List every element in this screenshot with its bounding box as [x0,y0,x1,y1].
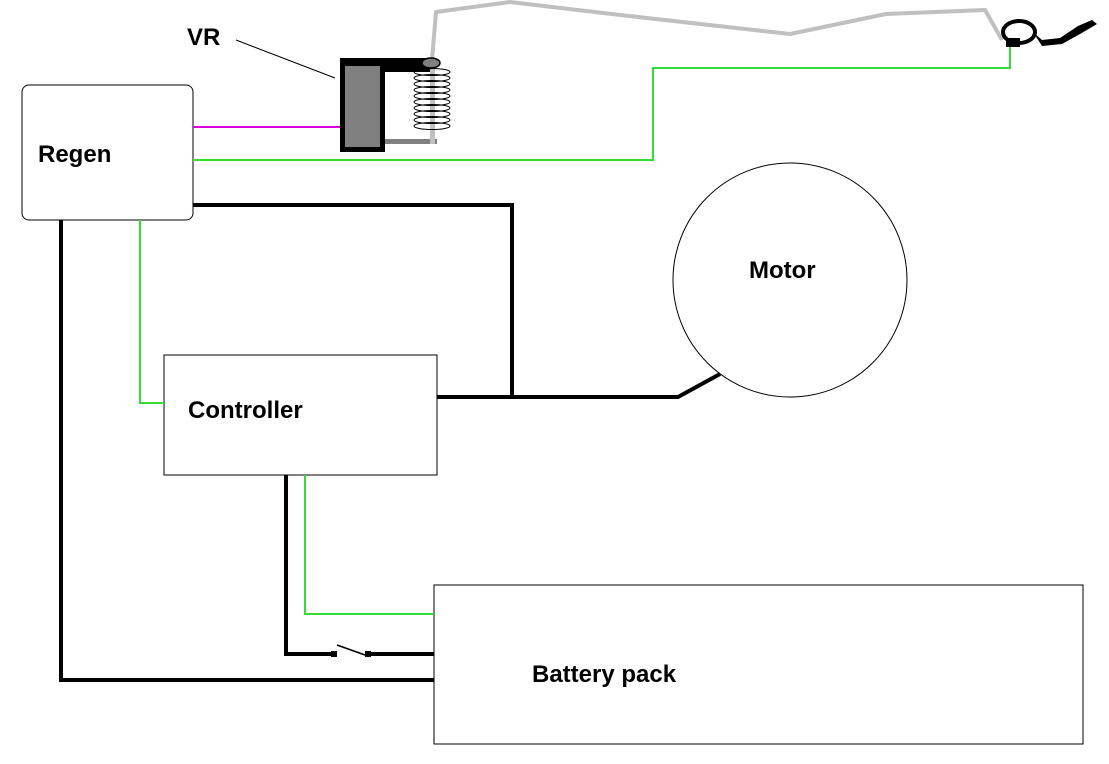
wire-controller-to-battery [304,475,434,615]
vr-leader-line [235,39,336,79]
controller-box [163,354,438,476]
signal-wires [139,45,1011,615]
battery-pack-label: Battery pack [532,661,677,688]
wire-regen-to-throttle [193,45,1011,161]
throttle-cable [430,0,1004,61]
key-switch [331,644,371,657]
battery-pack-box [433,584,1084,745]
wire-controller-to-motor [437,372,721,399]
wire-regen-to-controller [139,220,164,404]
motor-circle [672,162,908,398]
regen-label: Regen [38,141,111,168]
power-wires [59,203,721,682]
vr-component [340,57,451,152]
wire-controller-to-switch [284,475,334,656]
wire-regen-to-motor-junction [193,203,514,397]
vr-label: VR [187,24,220,51]
regen-box [21,84,194,221]
spring-coils [413,68,451,130]
wire-regen-to-battery [59,220,434,682]
controller-label: Controller [188,397,303,424]
motor-label: Motor [749,257,816,284]
throttle-lever-icon [1001,19,1097,47]
